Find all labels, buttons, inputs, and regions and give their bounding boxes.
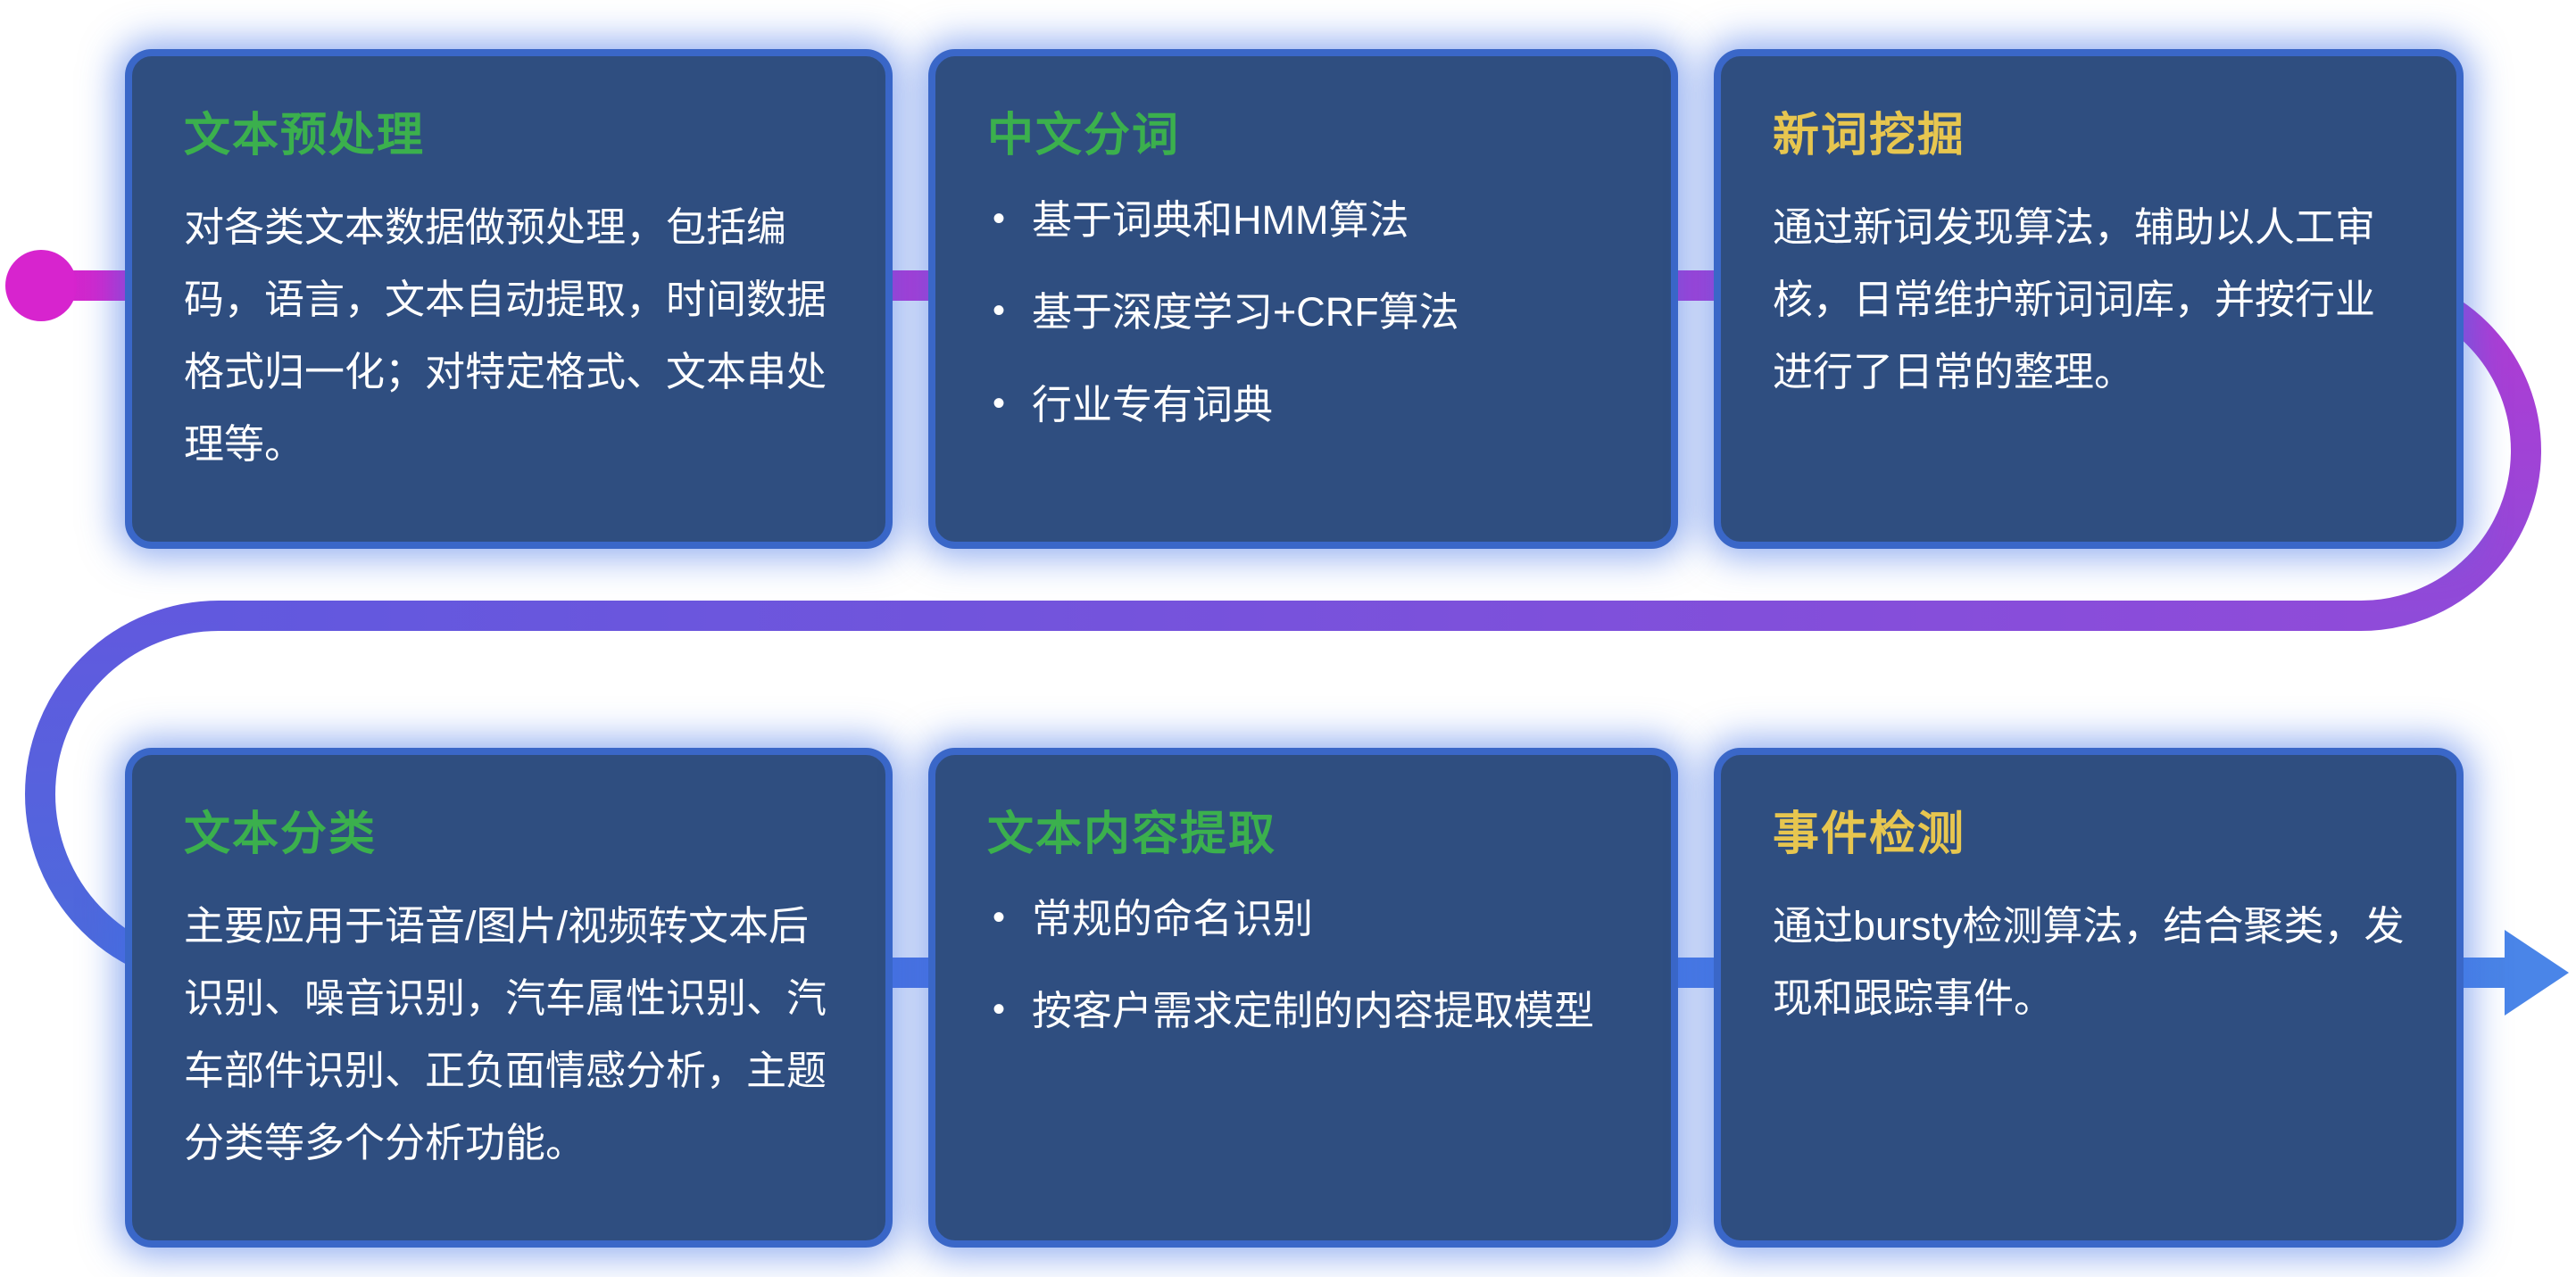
card-description: 对各类文本数据做预处理，包括编码，语言，文本自动提取，时间数据格式归一化；对特定… [184,204,827,467]
card-new-word-mining: 新词挖掘 通过新词发现算法，辅助以人工审核，日常维护新词词库，并按行业进行了日常… [1714,49,2464,549]
card-event-detection: 事件检测 通过bursty检测算法，结合聚类，发现和跟踪事件。 [1714,748,2464,1248]
card-description: 通过bursty检测算法，结合聚类，发现和跟踪事件。 [1773,903,2405,1021]
card-description: 主要应用于语音/图片/视频转文本后识别、噪音识别，汽车属性识别、汽车部件识别、正… [184,903,827,1165]
card-text-content-extraction: 文本内容提取 常规的命名识别 按客户需求定制的内容提取模型 [928,748,1678,1248]
card-description: 通过新词发现算法，辅助以人工审核，日常维护新词词库，并按行业进行了日常的整理。 [1773,204,2376,394]
card-title: 事件检测 [1773,808,1966,860]
card-title: 中文分词 [987,110,1181,162]
card-text-classification: 文本分类 主要应用于语音/图片/视频转文本后识别、噪音识别，汽车属性识别、汽车部… [125,748,893,1248]
card-title: 文本内容提取 [987,808,1277,860]
bullet-item: 行业专有词典 [987,376,1619,434]
card-chinese-word-segmentation: 中文分词 基于词典和HMM算法 基于深度学习+CRF算法 行业专有词典 [928,49,1678,549]
card-bullet-list: 常规的命名识别 按客户需求定制的内容提取模型 [987,890,1619,1041]
bullet-item: 按客户需求定制的内容提取模型 [987,982,1619,1040]
bullet-item: 基于深度学习+CRF算法 [987,283,1619,341]
card-title: 文本分类 [184,808,378,860]
card-text-preprocessing: 文本预处理 对各类文本数据做预处理，包括编码，语言，文本自动提取，时间数据格式归… [125,49,893,549]
flow-start-dot-icon [5,250,77,321]
bullet-item: 常规的命名识别 [987,890,1619,948]
card-bullet-list: 基于词典和HMM算法 基于深度学习+CRF算法 行业专有词典 [987,191,1619,434]
card-title: 文本预处理 [184,110,426,162]
card-title: 新词挖掘 [1773,110,1966,162]
bullet-item: 基于词典和HMM算法 [987,191,1619,249]
flow-end-arrow-icon [2505,930,2569,1016]
